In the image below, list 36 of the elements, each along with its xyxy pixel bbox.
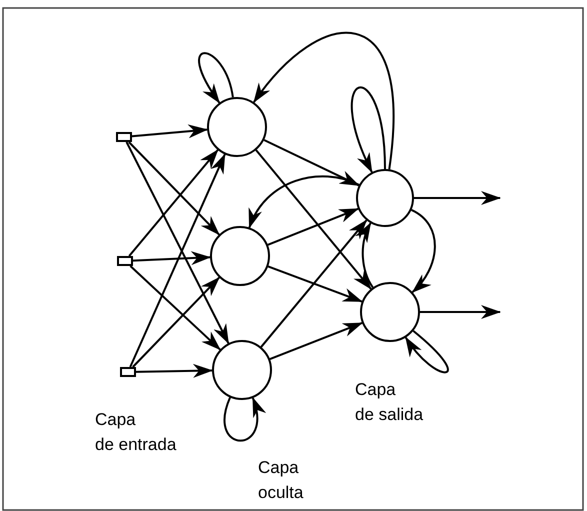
arrow — [126, 142, 230, 344]
arrow — [130, 265, 221, 350]
arrow — [224, 397, 265, 442]
arrow — [253, 32, 394, 170]
arrow — [248, 175, 360, 228]
input-box — [120, 367, 136, 377]
layer-label: Capa de salida — [355, 379, 424, 426]
arrow — [132, 124, 208, 138]
arrow — [268, 266, 363, 302]
arrow — [420, 305, 501, 319]
arrow — [356, 222, 374, 288]
arrow — [410, 209, 436, 293]
arrow — [255, 149, 372, 290]
layer-label: Capa de entrada — [95, 409, 176, 456]
arrow — [132, 251, 212, 266]
arrow — [128, 149, 219, 257]
arrow — [404, 330, 449, 374]
arrow — [414, 191, 501, 205]
arrow — [198, 52, 234, 104]
arrow — [128, 141, 220, 236]
neuron-circle — [212, 340, 272, 400]
arrow — [270, 322, 363, 360]
arrow — [264, 139, 360, 186]
input-box — [117, 256, 133, 266]
neuron-circle — [356, 169, 414, 227]
neuron-circle — [207, 97, 267, 157]
arrow — [136, 364, 213, 378]
arrow — [129, 154, 226, 368]
arrow — [260, 220, 368, 348]
layer-label: Capa oculta — [258, 457, 304, 504]
neuron-circle — [360, 282, 420, 342]
input-box — [116, 132, 132, 142]
neuron-circle — [210, 226, 270, 286]
arrow — [132, 276, 220, 368]
arrow — [267, 208, 359, 246]
arrow — [351, 86, 386, 174]
